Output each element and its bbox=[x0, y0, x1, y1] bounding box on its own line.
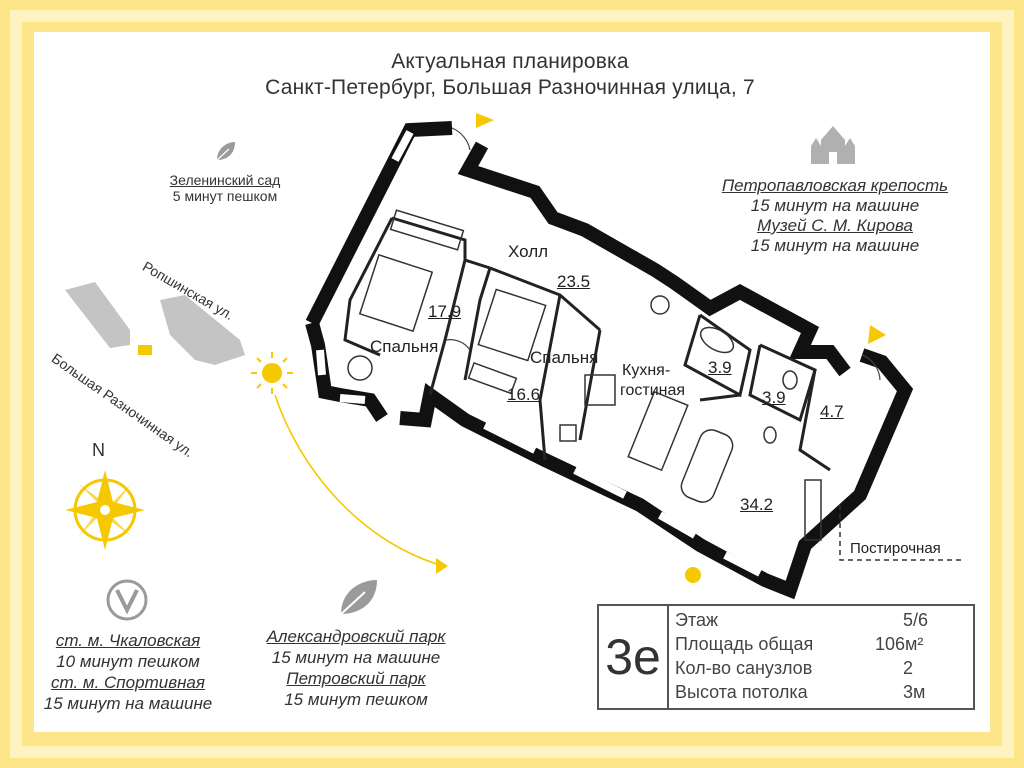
info-baths-value: 2 bbox=[903, 658, 914, 678]
entrance-arrow-2 bbox=[868, 325, 886, 344]
room-laundry-label: Постирочная bbox=[850, 540, 941, 557]
poi-garden-time: 5 минут пешком bbox=[172, 188, 278, 204]
room-bedroom1-label: Спальня bbox=[370, 337, 439, 356]
room-bedroom1-area: 17.9 bbox=[428, 302, 462, 321]
room-bath2-area: 3.9 bbox=[762, 388, 786, 407]
sun-path bbox=[274, 394, 441, 566]
apartment-info-box: 3е Этаж 5/6 Площадь общая 106м² Кол-во с… bbox=[597, 604, 975, 710]
room-bedroom2-label: Спальня bbox=[530, 348, 599, 367]
poi-metro1-time: 10 минут пешком bbox=[56, 652, 200, 671]
windows bbox=[316, 130, 762, 577]
info-floor-value: 5/6 bbox=[903, 610, 929, 630]
info-area-row: Площадь общая 106м² bbox=[675, 634, 965, 655]
building-marker bbox=[138, 345, 152, 355]
entrance-arrow bbox=[476, 113, 494, 128]
room-bedroom2-area: 16.6 bbox=[507, 385, 541, 404]
room-storage-area: 4.7 bbox=[820, 402, 844, 421]
poi-fortress-time: 15 минут на машине bbox=[750, 196, 920, 215]
church-icon bbox=[811, 126, 855, 164]
room-hall-label: Холл bbox=[508, 242, 549, 261]
metro-icon bbox=[106, 579, 148, 621]
interior-walls bbox=[343, 216, 831, 472]
poi-museum-time: 15 минут на машине bbox=[750, 236, 920, 255]
apartment-code: 3е bbox=[599, 606, 669, 708]
poi-metro1-name[interactable]: ст. м. Чкаловская bbox=[55, 631, 201, 650]
room-kitchen-label-2: гостиная bbox=[620, 382, 686, 399]
compass-north-label: N bbox=[92, 440, 105, 460]
neighbor-buildings bbox=[65, 282, 245, 365]
info-area-value: 106м² bbox=[875, 634, 924, 654]
sun-icon bbox=[251, 352, 293, 394]
poi-museum-name[interactable]: Музей С. М. Кирова bbox=[757, 216, 913, 235]
leaf-icon bbox=[215, 142, 235, 162]
poi-metro2-name[interactable]: ст. м. Спортивная bbox=[51, 673, 205, 692]
info-height-value: 3м bbox=[903, 682, 926, 702]
poi-fortress-name[interactable]: Петропавловская крепость bbox=[721, 176, 949, 195]
plan-title: Актуальная планировка bbox=[391, 50, 629, 73]
info-height-label: Высота потолка bbox=[675, 682, 808, 702]
plan-address: Санкт-Петербург, Большая Разночинная ули… bbox=[265, 76, 755, 99]
info-baths-label: Кол-во санузлов bbox=[675, 658, 813, 678]
poi-park1-time: 15 минут на машине bbox=[271, 648, 441, 667]
poi-park1-name[interactable]: Александровский парк bbox=[266, 627, 446, 646]
info-baths-row: Кол-во санузлов 2 bbox=[675, 658, 965, 679]
laundry-outline bbox=[839, 505, 965, 561]
poi-fortress: Петропавловская крепость 15 минут на маш… bbox=[690, 176, 980, 256]
room-hall-area: 23.5 bbox=[557, 272, 591, 291]
room-kitchen-label-1: Кухня- bbox=[622, 362, 671, 379]
info-floor-label: Этаж bbox=[675, 610, 719, 630]
room-bath1-area: 3.9 bbox=[708, 358, 732, 377]
poi-metro: ст. м. Чкаловская 10 минут пешком ст. м.… bbox=[28, 630, 228, 714]
info-area-label: Площадь общая bbox=[675, 634, 814, 654]
info-floor-row: Этаж 5/6 bbox=[675, 610, 965, 631]
sun-path-arrow bbox=[436, 558, 448, 574]
room-kitchen-area: 34.2 bbox=[740, 495, 774, 514]
info-height-row: Высота потолка 3м bbox=[675, 682, 965, 703]
poi-metro2-time: 15 минут на машине bbox=[43, 694, 213, 713]
poi-park2-name[interactable]: Петровский парк bbox=[286, 669, 426, 688]
leaf-icon-large bbox=[338, 580, 377, 617]
poi-park2-time: 15 минут пешком bbox=[284, 690, 428, 709]
doors bbox=[445, 127, 881, 381]
poi-parks: Александровский парк 15 минут на машине … bbox=[240, 626, 472, 710]
compass-icon bbox=[65, 470, 145, 550]
poi-garden-name: Зеленинский сад bbox=[169, 172, 281, 188]
poi-garden: Зеленинский сад 5 минут пешком bbox=[150, 172, 300, 204]
furniture bbox=[347, 209, 822, 541]
sun-position-marker bbox=[685, 567, 701, 583]
